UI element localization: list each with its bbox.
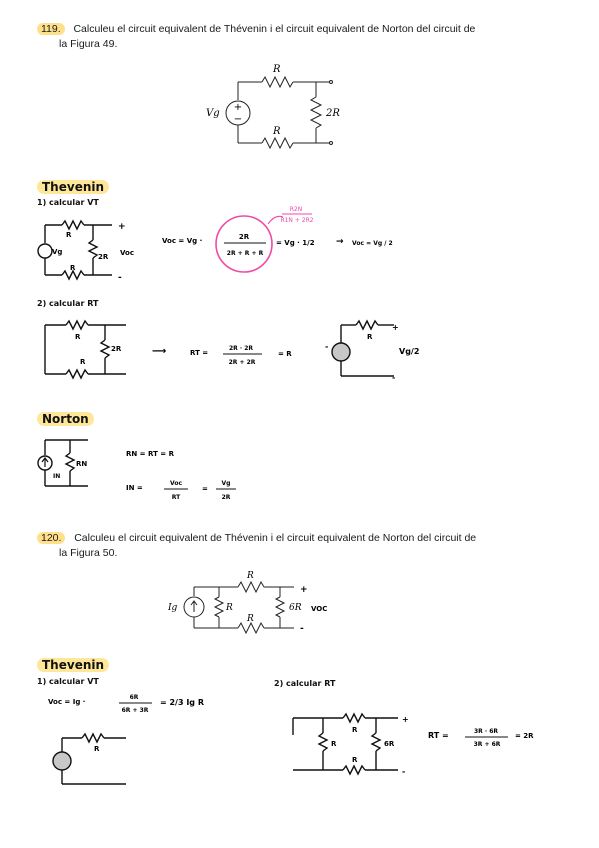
rt-r-top: R bbox=[75, 333, 81, 341]
rt-num: 2R · 2R bbox=[229, 345, 253, 352]
rt-r-mid: 2R bbox=[111, 345, 122, 353]
rt-r-bot: R bbox=[80, 358, 86, 366]
step-1-label-2: 1) calcular VT bbox=[37, 677, 99, 686]
problem-120-statement: 120. Calculeu el circuit equivalent de T… bbox=[37, 531, 476, 561]
vt-r-mid: 2R bbox=[98, 253, 109, 261]
voc-eq-rhs: = Vg · 1/2 bbox=[276, 239, 315, 247]
rt2-rhs: = 2R bbox=[515, 732, 534, 740]
vt-voc: Voc bbox=[120, 249, 134, 257]
svg-text:+: + bbox=[234, 102, 242, 113]
fig50-r-right: 6R bbox=[289, 603, 302, 613]
fig50-r-left: R bbox=[225, 603, 233, 613]
voc-frac-den: 2R + R + R bbox=[227, 250, 264, 257]
problem-number: 120. bbox=[37, 532, 66, 544]
rt-den: 2R + 2R bbox=[229, 359, 256, 366]
step-1-label: 1) calcular VT bbox=[37, 198, 99, 207]
in-eq: = bbox=[202, 485, 208, 493]
fig50-r-top: R bbox=[246, 571, 254, 581]
rt-rhs: = R bbox=[278, 350, 292, 358]
rt2-num: 3R · 6R bbox=[474, 728, 498, 735]
fig49-r-bot: R bbox=[272, 126, 281, 137]
eqv-val: Vg/2 bbox=[399, 347, 419, 356]
in-num1: Voc bbox=[170, 480, 182, 487]
rt2-lhs: RT = bbox=[428, 731, 449, 740]
rn-eq: RN = RT = R bbox=[126, 450, 175, 458]
in-num2: Vg bbox=[222, 480, 231, 487]
fig50-voc: VOC bbox=[311, 605, 327, 613]
in-den2: 2R bbox=[222, 494, 231, 501]
voc2-rhs: = 2/3 Ig R bbox=[160, 698, 204, 707]
eqv-r: R bbox=[367, 333, 373, 341]
rt2-plus: + bbox=[402, 715, 409, 724]
voc2-num: 6R bbox=[130, 694, 139, 701]
fig50-source: Ig bbox=[167, 603, 178, 613]
svg-text:+: + bbox=[300, 585, 308, 595]
problem-number: 119. bbox=[37, 23, 65, 35]
norton-r: RN bbox=[76, 460, 87, 468]
problem-text: Calculeu el circuit equivalent de Théven… bbox=[74, 532, 477, 544]
in-lhs: IN = bbox=[126, 484, 143, 492]
eqv2-r: R bbox=[94, 745, 100, 753]
vt-r-bot: R bbox=[70, 264, 76, 272]
section-title-thevenin: Thevenin bbox=[37, 180, 110, 194]
note-num: R2N bbox=[290, 206, 302, 213]
svg-text:→: → bbox=[336, 237, 344, 247]
problem-text-line2: la Figura 50. bbox=[59, 547, 118, 559]
step-2-label-2: 2) calcular RT bbox=[274, 679, 336, 688]
voc-result: Voc = Vg / 2 bbox=[352, 240, 393, 247]
voc2-den: 6R + 3R bbox=[122, 707, 149, 714]
fig50-r-bot: R bbox=[246, 614, 254, 624]
voc-eq-lhs: Voc = Vg · bbox=[162, 237, 202, 245]
rt-lhs: RT = bbox=[190, 349, 208, 357]
rt2-r-bot: R bbox=[352, 756, 358, 764]
svg-text:−: − bbox=[234, 114, 242, 125]
voc2-lhs: Voc = Ig · bbox=[48, 698, 85, 706]
problem-119-statement: 119. Calculeu el circuit equivalent de T… bbox=[37, 22, 475, 52]
section-title-thevenin-2: Thevenin bbox=[37, 658, 110, 672]
problem-text-line2: la Figura 49. bbox=[59, 38, 118, 50]
voc-frac-num: 2R bbox=[239, 233, 250, 241]
fig49-source: Vg bbox=[206, 108, 220, 119]
rt2-r-top: R bbox=[352, 726, 358, 734]
section-title-norton: Norton bbox=[37, 412, 94, 426]
vt-source: Vg bbox=[52, 248, 62, 256]
vt-r-top: R bbox=[66, 231, 72, 239]
norton-src: IN bbox=[53, 473, 60, 480]
vt-plus: + bbox=[118, 222, 126, 232]
rt2-r-left: R bbox=[331, 740, 337, 748]
eqv-minus: - bbox=[392, 373, 395, 382]
rt2-den: 3R + 6R bbox=[474, 741, 501, 748]
fig49-r-top: R bbox=[272, 64, 281, 75]
svg-text:-: - bbox=[300, 624, 304, 634]
in-den1: RT bbox=[172, 494, 181, 501]
svg-text:⟶: ⟶ bbox=[152, 346, 166, 357]
problem-text: Calculeu el circuit equivalent de Théven… bbox=[73, 23, 476, 35]
fig49-r-side: 2R bbox=[325, 108, 340, 119]
vt-minus: - bbox=[118, 273, 122, 283]
eqv-plus: + bbox=[392, 323, 399, 332]
step-2-label: 2) calcular RT bbox=[37, 299, 99, 308]
svg-text:-: - bbox=[325, 342, 328, 351]
rt2-minus: - bbox=[402, 767, 405, 776]
note-den: R1N + 2R2 bbox=[280, 217, 313, 224]
rt2-r-right: 6R bbox=[384, 740, 395, 748]
